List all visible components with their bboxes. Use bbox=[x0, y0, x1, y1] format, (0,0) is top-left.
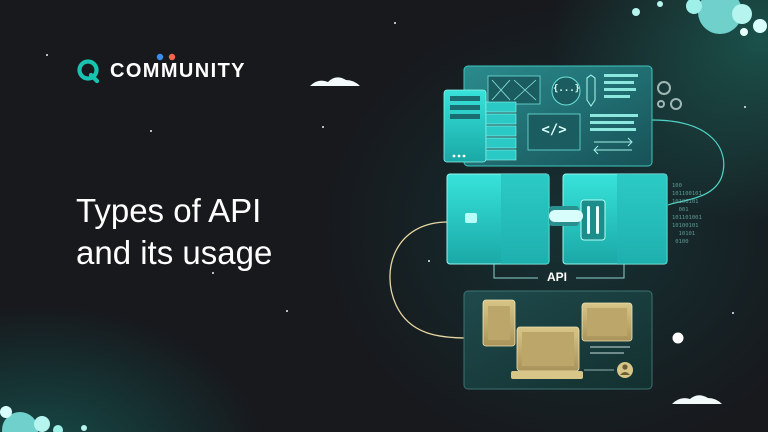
connector-line bbox=[493, 264, 625, 279]
devices-window bbox=[463, 290, 653, 390]
server-stack bbox=[443, 89, 517, 163]
cloud-icon bbox=[672, 395, 722, 404]
page-title: Types of API and its usage bbox=[76, 190, 272, 274]
brand-name: COMMUNITY bbox=[110, 59, 246, 82]
api-block-right bbox=[562, 173, 668, 265]
logo-dots-icon bbox=[156, 53, 176, 61]
star bbox=[394, 22, 396, 24]
star bbox=[428, 260, 430, 262]
title-line-2: and its usage bbox=[76, 234, 273, 271]
cloud-icon bbox=[310, 77, 360, 86]
star bbox=[744, 106, 746, 108]
star bbox=[286, 310, 288, 312]
brand-logo: COMMUNITY bbox=[76, 53, 246, 84]
bubble-cluster-icon bbox=[0, 406, 87, 432]
binary-text: 100 101100101 10100101 001 101101001 101… bbox=[672, 183, 702, 245]
star bbox=[732, 312, 734, 314]
connector-line bbox=[389, 221, 469, 339]
api-block-left bbox=[446, 173, 550, 265]
star bbox=[212, 272, 214, 274]
code-symbol: </> bbox=[541, 122, 567, 138]
brace-symbol: {...} bbox=[553, 84, 581, 94]
gear-icon bbox=[657, 81, 682, 110]
bubble-cluster-icon bbox=[632, 0, 767, 36]
star bbox=[322, 126, 324, 128]
title-line-1: Types of API bbox=[76, 192, 262, 229]
api-label: API bbox=[546, 270, 567, 284]
star bbox=[150, 130, 152, 132]
decor-dot bbox=[672, 332, 684, 344]
connector-line bbox=[651, 119, 725, 206]
star bbox=[46, 54, 48, 56]
q-logo-icon bbox=[76, 58, 102, 84]
